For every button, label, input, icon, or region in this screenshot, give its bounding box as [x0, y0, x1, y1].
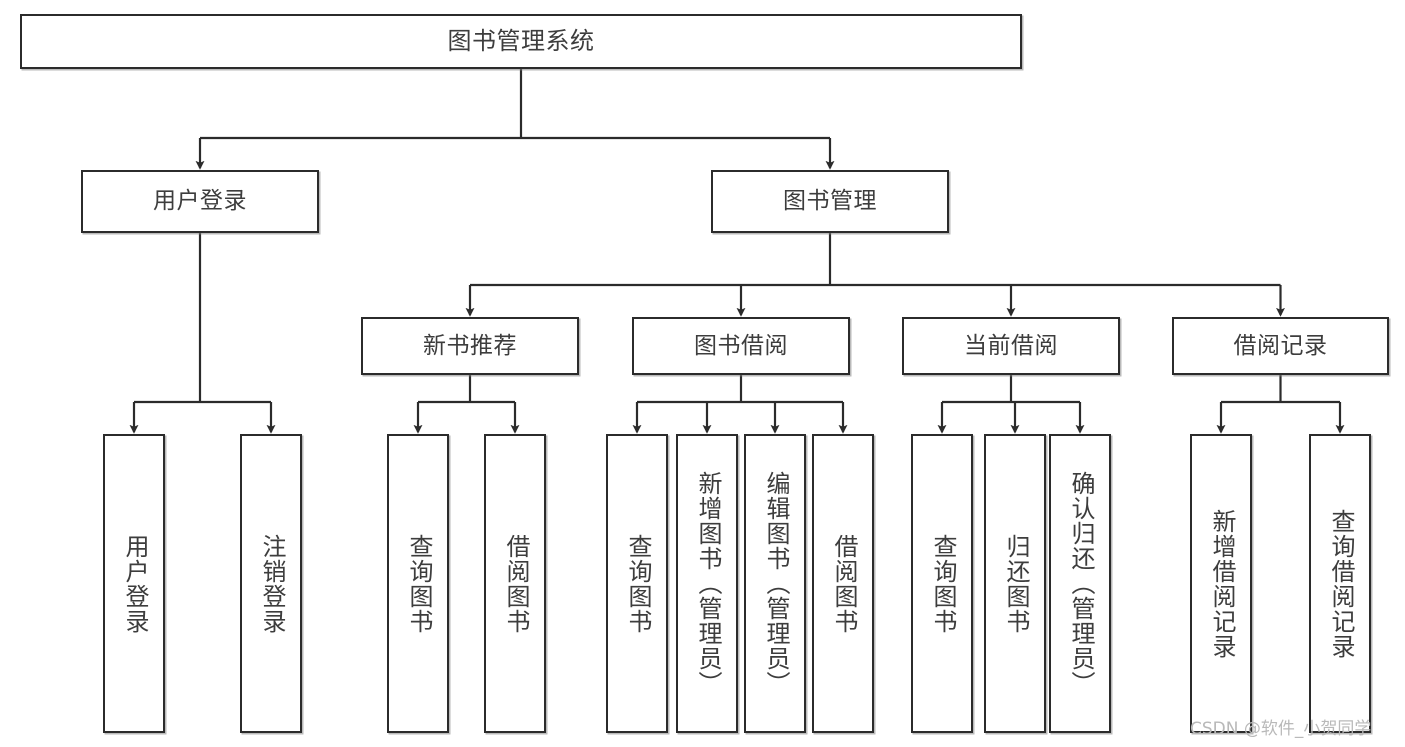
node-leaf-query-book-1[interactable]: 查询图书	[387, 434, 449, 733]
node-leaf-user-login[interactable]: 用户登录	[103, 434, 165, 733]
node-label: 注销登录	[257, 533, 286, 634]
node-leaf-edit-book[interactable]: 编辑图书（管理员）	[744, 434, 806, 733]
node-book-manage[interactable]: 图书管理	[711, 170, 949, 233]
node-label: 用户登录	[153, 188, 247, 215]
node-leaf-query-record[interactable]: 查询借阅记录	[1309, 434, 1371, 733]
node-root[interactable]: 图书管理系统	[20, 14, 1022, 69]
node-leaf-query-book-3[interactable]: 查询图书	[911, 434, 973, 733]
node-label: 借阅记录	[1233, 332, 1328, 359]
node-user-login[interactable]: 用户登录	[81, 170, 319, 233]
node-label: 图书管理	[783, 188, 877, 215]
node-label: 新书推荐	[423, 332, 517, 359]
node-leaf-return-book[interactable]: 归还图书	[984, 434, 1046, 733]
node-borrow-record[interactable]: 借阅记录	[1172, 317, 1389, 375]
node-leaf-borrow-book-2[interactable]: 借阅图书	[812, 434, 874, 733]
node-label: 查询图书	[404, 533, 433, 634]
node-label: 借阅图书	[829, 533, 858, 634]
node-leaf-add-book[interactable]: 新增图书（管理员）	[676, 434, 738, 733]
node-leaf-logout-login[interactable]: 注销登录	[240, 434, 302, 733]
node-leaf-add-record[interactable]: 新增借阅记录	[1190, 434, 1252, 733]
node-label: 编辑图书（管理员）	[761, 471, 790, 696]
node-label: 借阅图书	[501, 533, 530, 634]
node-label: 当前借阅	[964, 332, 1058, 359]
node-label: 查询借阅记录	[1326, 508, 1355, 659]
node-label: 新增图书（管理员）	[693, 471, 722, 696]
node-leaf-borrow-book-1[interactable]: 借阅图书	[484, 434, 546, 733]
node-new-book-rec[interactable]: 新书推荐	[361, 317, 579, 375]
node-leaf-confirm-return[interactable]: 确认归还（管理员）	[1049, 434, 1111, 733]
node-label: 新增借阅记录	[1207, 508, 1236, 659]
node-label: 用户登录	[120, 533, 149, 634]
node-leaf-query-book-2[interactable]: 查询图书	[606, 434, 668, 733]
node-label: 确认归还（管理员）	[1066, 471, 1095, 696]
node-label: 图书管理系统	[447, 26, 595, 55]
node-label: 查询图书	[623, 533, 652, 634]
node-label: 图书借阅	[694, 332, 788, 359]
node-current-borrow[interactable]: 当前借阅	[902, 317, 1120, 375]
watermark: CSDN @软件_小贺同学	[1190, 719, 1372, 739]
node-label: 查询图书	[928, 533, 957, 634]
node-label: 归还图书	[1001, 533, 1030, 634]
node-book-borrow[interactable]: 图书借阅	[632, 317, 850, 375]
